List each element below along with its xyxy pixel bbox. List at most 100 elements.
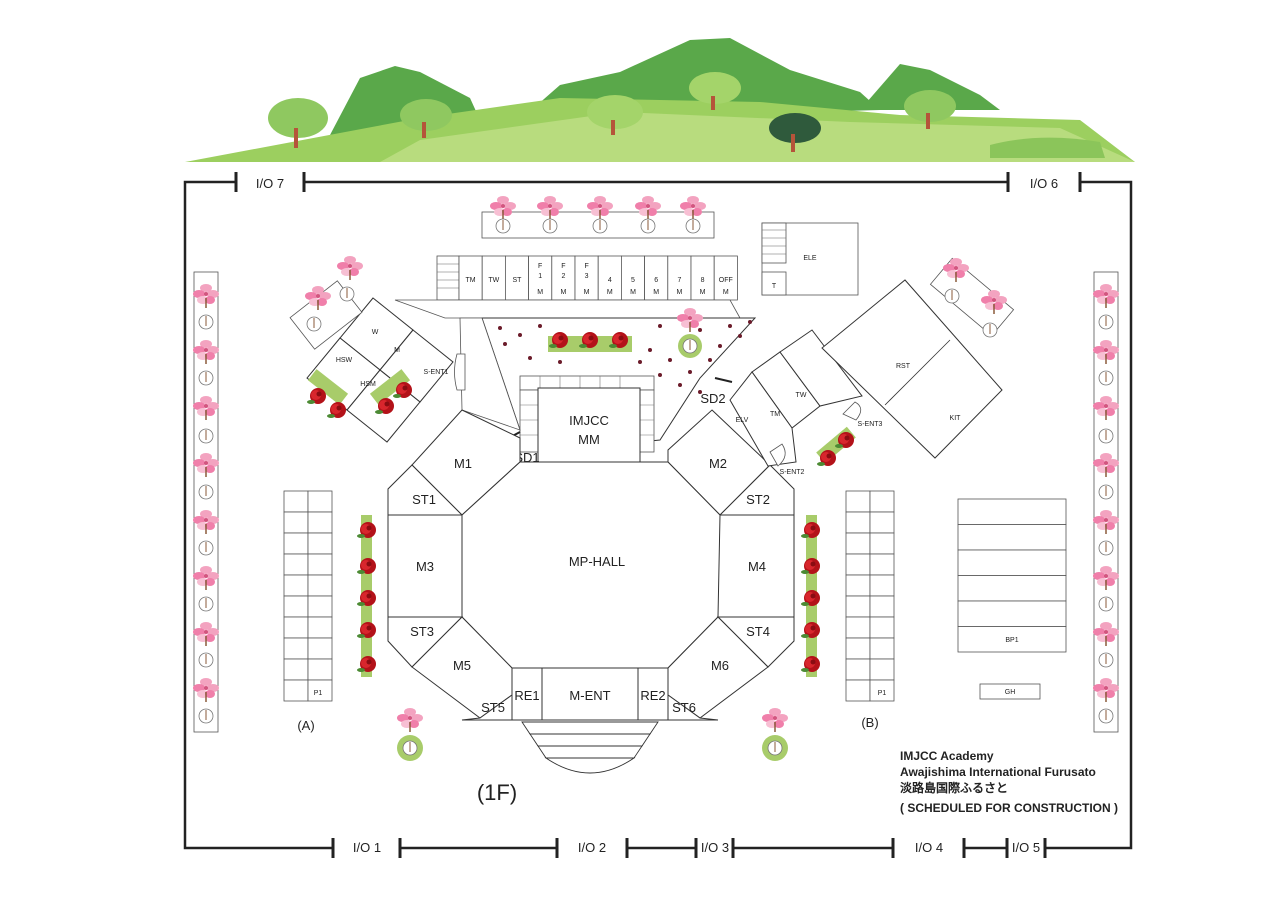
s-ent2-label: S-ENT2 — [780, 469, 805, 476]
m2-label: M2 — [709, 456, 727, 471]
tm-room[interactable] — [729, 371, 797, 467]
strip-room-label: 3 — [585, 273, 589, 280]
parking-space — [845, 658, 871, 681]
io6-label[interactable]: I/O 6 — [1030, 176, 1058, 191]
tw-room[interactable] — [779, 329, 863, 407]
strip-m-label: M — [584, 289, 590, 296]
s-ent3-label: S-ENT3 — [858, 421, 883, 428]
parking-space — [869, 574, 895, 597]
strip-m-label: M — [723, 289, 729, 296]
parking-space — [869, 616, 895, 639]
ele-stair — [761, 222, 787, 264]
elv-label: ELV — [736, 417, 749, 424]
parking-space — [307, 658, 333, 681]
parking-space — [307, 616, 333, 639]
m-label: M — [394, 347, 400, 354]
parking-space — [283, 595, 309, 618]
s-ent3-door[interactable] — [842, 401, 862, 421]
io3-label[interactable]: I/O 3 — [701, 840, 729, 855]
info-line-1: IMJCC Academy — [900, 749, 994, 763]
parking-space — [307, 679, 333, 702]
strip-f-label: F — [584, 263, 588, 270]
tree-icon — [268, 98, 328, 148]
parking-space — [869, 553, 895, 576]
io1-label[interactable]: I/O 1 — [353, 840, 381, 855]
m-ent-room[interactable] — [541, 667, 639, 721]
bp1-label: BP1 — [1005, 637, 1018, 644]
entrance-steps — [521, 721, 659, 774]
parking-space — [307, 511, 333, 534]
parking-space — [845, 595, 871, 618]
strip-room-label: OFF — [719, 277, 733, 284]
rose-planter — [369, 369, 411, 405]
floor-label: (1F) — [477, 780, 517, 805]
parking-bp1[interactable] — [957, 498, 1067, 653]
strip-room-label: 5 — [631, 277, 635, 284]
strip-m-label: M — [676, 289, 682, 296]
kit-label: KIT — [950, 415, 962, 422]
s-ent1-label: S-ENT1 — [424, 369, 449, 376]
rst-label: RST — [896, 363, 911, 370]
parking-space — [845, 511, 871, 534]
io2-label[interactable]: I/O 2 — [578, 840, 606, 855]
st2-label: ST2 — [746, 492, 770, 507]
hsw-label: HSW — [336, 357, 353, 364]
s-ent1-door[interactable] — [454, 353, 466, 391]
parking-space — [957, 626, 1067, 653]
rst-room[interactable] — [821, 279, 1003, 459]
zone-a-label: (A) — [297, 718, 314, 733]
info-line-3: 淡路島国際ふるさと — [900, 781, 1009, 795]
strip-room-label: 4 — [608, 277, 612, 284]
parking-space — [283, 553, 309, 576]
m5-label: M5 — [453, 658, 471, 673]
re2-room[interactable] — [637, 667, 669, 721]
parking-space — [869, 511, 895, 534]
zone-b-label: (B) — [861, 715, 878, 730]
sd1-label: SD1 — [514, 450, 539, 465]
parking-space — [283, 658, 309, 681]
st3-label: ST3 — [410, 624, 434, 639]
info-line-2: Awajishima International Furusato — [900, 765, 1096, 779]
s-ent2-door[interactable] — [769, 443, 786, 467]
m4-room[interactable] — [717, 514, 795, 618]
parking-b[interactable] — [845, 490, 895, 702]
mp-hall-label: MP-HALL — [569, 554, 625, 569]
st6-label: ST6 — [672, 700, 696, 715]
tw2-label: TW — [796, 392, 807, 399]
st1-label: ST1 — [412, 492, 436, 507]
strip-room-label: 2 — [561, 273, 565, 280]
parking-space — [307, 595, 333, 618]
parking-space — [283, 574, 309, 597]
m3-label: M3 — [416, 559, 434, 574]
tree-icon — [587, 95, 643, 135]
strip-m-label: M — [700, 289, 706, 296]
gh-room[interactable] — [979, 683, 1041, 700]
parking-space — [283, 616, 309, 639]
imjcc-mm-room[interactable] — [537, 387, 641, 465]
t-room[interactable] — [761, 271, 787, 296]
strip-room-label: ST — [513, 277, 523, 284]
m6-label: M6 — [711, 658, 729, 673]
parking-space — [845, 490, 871, 513]
strip-room-label: 1 — [538, 273, 542, 280]
sd2-door[interactable] — [714, 377, 733, 383]
io5-label[interactable]: I/O 5 — [1012, 840, 1040, 855]
parking-space — [845, 637, 871, 660]
parking-space — [845, 532, 871, 555]
parking-space — [307, 553, 333, 576]
strip-room-label: 8 — [701, 277, 705, 284]
io4-label[interactable]: I/O 4 — [915, 840, 943, 855]
p1-right-label: P1 — [878, 690, 887, 697]
re1-label: RE1 — [514, 688, 539, 703]
io7-label[interactable]: I/O 7 — [256, 176, 284, 191]
parking-space — [869, 532, 895, 555]
parking-a[interactable] — [283, 490, 333, 702]
parking-space — [283, 679, 309, 702]
parking-space — [307, 574, 333, 597]
strip-room-label: TM — [466, 277, 476, 284]
strip-room-label: 6 — [654, 277, 658, 284]
strip-m-label: M — [630, 289, 636, 296]
parking-space — [869, 490, 895, 513]
m4-label: M4 — [748, 559, 766, 574]
